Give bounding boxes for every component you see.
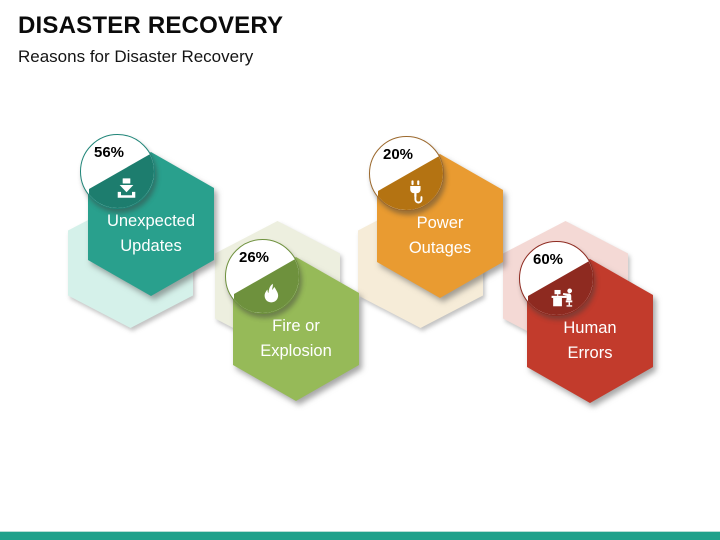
- reason-unexpected-updates: Unexpected Updates 56%: [68, 134, 214, 328]
- reason-label: Unexpected Updates: [106, 212, 196, 255]
- reason-label: Power Outages: [408, 214, 472, 257]
- percent-value: 20%: [383, 146, 414, 163]
- flame-icon: [264, 283, 279, 303]
- percent-badge: 56%: [80, 134, 155, 209]
- reason-fire-or-explosion: Fire or Explosion 26%: [215, 221, 359, 401]
- reason-label: Human Errors: [563, 319, 617, 362]
- download-icon: [117, 178, 136, 198]
- percent-badge: 60%: [519, 241, 594, 316]
- person-desk-icon: [551, 288, 573, 307]
- percent-value: 60%: [533, 251, 564, 268]
- footer-accent-bar: [0, 531, 720, 540]
- reason-label: Fire or Explosion: [260, 317, 332, 360]
- percent-badge: 20%: [369, 136, 444, 211]
- percent-value: 26%: [239, 249, 270, 266]
- percent-badge: 26%: [225, 239, 300, 314]
- percent-value: 56%: [94, 144, 125, 161]
- page-subtitle: Reasons for Disaster Recovery: [18, 47, 254, 66]
- reason-power-outages: Power Outages 20%: [358, 136, 503, 328]
- page-title: DISASTER RECOVERY: [18, 12, 284, 39]
- plug-icon: [410, 180, 423, 204]
- reason-human-errors: Human Errors 60%: [503, 221, 653, 403]
